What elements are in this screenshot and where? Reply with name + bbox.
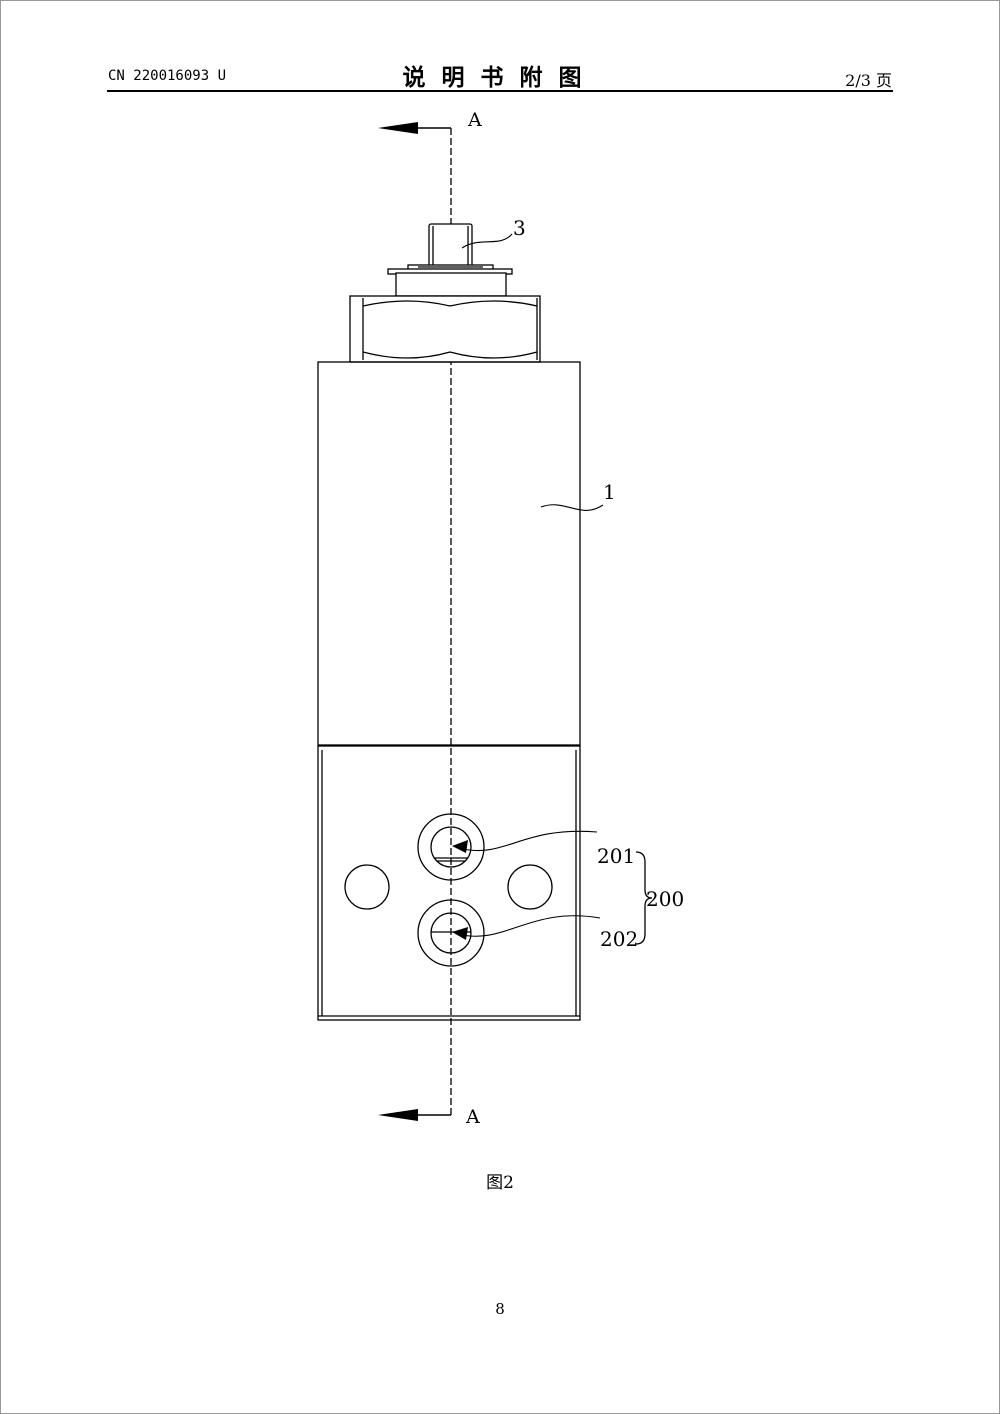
- section-arrow-bottom: [378, 1109, 451, 1121]
- port-201: [417, 813, 485, 881]
- header-title: 说明书附图: [402, 65, 598, 91]
- hex-nut: [349, 295, 541, 363]
- label-part-200: 200: [646, 887, 684, 911]
- label-part-202: 202: [600, 927, 638, 951]
- patent-number: CN 220016093 U: [108, 68, 227, 84]
- stem-part-3: [387, 223, 513, 297]
- label-part-1: 1: [603, 480, 616, 504]
- arrowhead-201: [452, 840, 468, 853]
- label-part-3: 3: [513, 216, 526, 240]
- page-number: 8: [495, 1300, 505, 1318]
- section-label-bottom: A: [465, 1106, 480, 1128]
- side-hole-right: [507, 864, 553, 910]
- lower-block: [317, 745, 581, 1021]
- figure-caption: 图2: [486, 1173, 514, 1193]
- leader-line-201: [457, 830, 598, 852]
- label-part-201: 201: [597, 844, 635, 868]
- section-label-top: A: [467, 109, 482, 131]
- body-part-1: [317, 361, 581, 746]
- brace-200: [635, 851, 653, 945]
- page-indicator: 2/3 页: [845, 71, 892, 90]
- leader-line-1: [540, 504, 604, 511]
- side-hole-left: [344, 864, 390, 910]
- arrowhead-202: [452, 927, 468, 940]
- section-arrow-top: [378, 122, 451, 134]
- header-rule: [107, 90, 893, 92]
- leader-line-3: [461, 233, 513, 249]
- leader-line-202: [457, 915, 601, 937]
